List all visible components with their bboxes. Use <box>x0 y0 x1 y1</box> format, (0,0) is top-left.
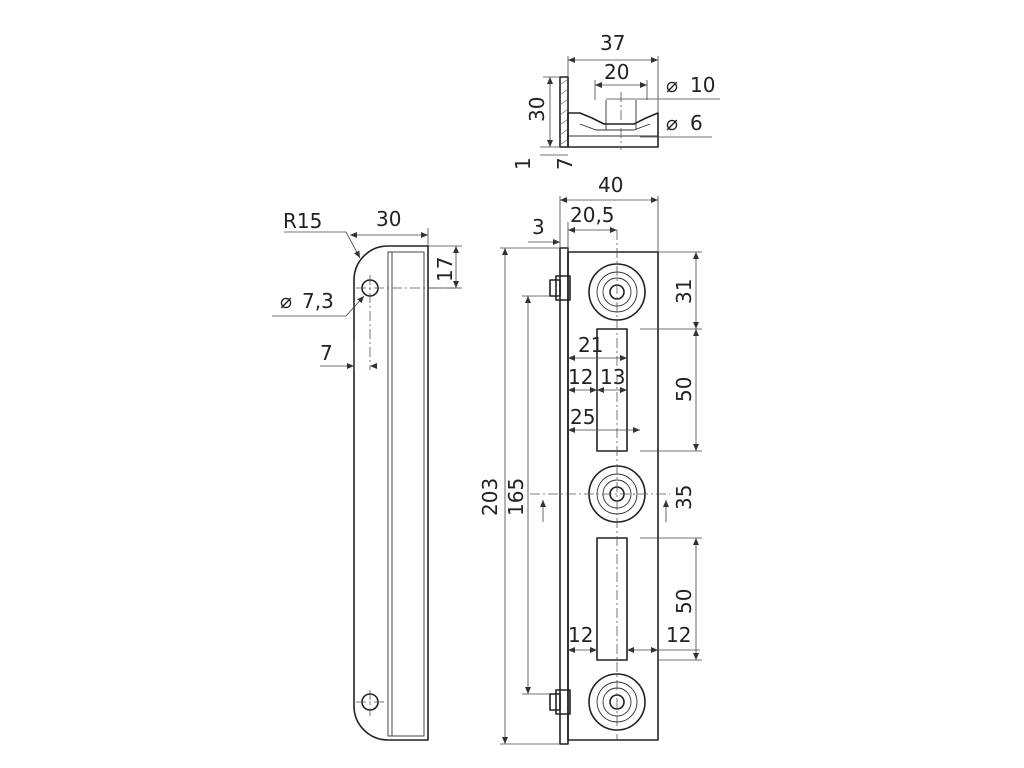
side-view-inner <box>387 251 425 737</box>
dim-12-bottom-left: 12 <box>568 623 593 647</box>
front-view-flange <box>559 247 569 745</box>
dim-21: 21 <box>578 333 603 357</box>
top-view-flange <box>567 112 659 148</box>
dim-50-lower: 50 <box>672 589 696 614</box>
screw-top <box>549 275 571 301</box>
dim-13: 13 <box>600 365 625 389</box>
dim-31: 31 <box>672 279 696 304</box>
dim-20-5: 20,5 <box>570 203 615 227</box>
top-view: 37 20 ⌀ 10 ⌀ 6 30 1 7 <box>511 31 720 170</box>
dim-50-upper: 50 <box>672 377 696 402</box>
dim-37: 37 <box>600 31 625 55</box>
dim-40: 40 <box>598 173 623 197</box>
dia-symbol-10: ⌀ <box>666 73 678 97</box>
side-view: R15 30 17 ⌀ 7,3 7 <box>272 207 462 741</box>
dim-3: 3 <box>532 215 545 239</box>
top-view-plate <box>559 76 569 148</box>
side-view-outline <box>353 245 429 741</box>
dim-25: 25 <box>570 405 595 429</box>
dim-r15: R15 <box>283 209 322 233</box>
dim-35: 35 <box>672 485 696 510</box>
dia-symbol-7-3: ⌀ <box>280 289 292 313</box>
dim-1: 1 <box>511 157 535 170</box>
dim-203: 203 <box>478 478 502 516</box>
dim-12-bottom-right: 12 <box>666 623 691 647</box>
dim-7-top: 7 <box>553 157 577 170</box>
dim-20: 20 <box>604 60 629 84</box>
top-view-hatching <box>559 78 569 146</box>
dim-dia-7-3: 7,3 <box>302 289 334 313</box>
dim-165: 165 <box>504 478 528 516</box>
dim-30-top: 30 <box>525 97 549 122</box>
dim-17: 17 <box>433 257 457 282</box>
dim-dia-6: 6 <box>690 111 703 135</box>
slot-lower <box>596 537 628 661</box>
dim-30-side: 30 <box>376 207 401 231</box>
dim-dia-10: 10 <box>690 73 715 97</box>
screw-bottom <box>549 689 571 715</box>
dia-symbol-6: ⌀ <box>666 111 678 135</box>
dim-7-side: 7 <box>320 341 333 365</box>
front-view: 40 20,5 3 203 165 31 50 35 50 <box>478 173 702 745</box>
top-view-countersink <box>579 123 651 131</box>
dim-12-slot: 12 <box>568 365 593 389</box>
